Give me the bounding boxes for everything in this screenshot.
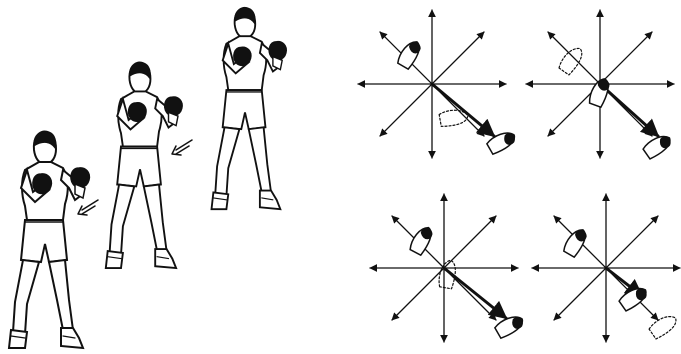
footwork-diagram-1 — [358, 10, 518, 158]
shoe-rear-ghost — [438, 259, 458, 289]
motion-arrow-1 — [78, 200, 98, 215]
boxer-figure-back — [212, 7, 287, 209]
footwork-diagram-3 — [370, 194, 526, 342]
shoe-lead — [396, 38, 423, 70]
shoe-rear — [494, 312, 526, 339]
footwork-diagram-2 — [526, 10, 674, 160]
shoe-rear-dark — [588, 76, 612, 107]
motion-arrow-2 — [172, 140, 192, 155]
shoe-lead — [562, 226, 589, 258]
boxer-figure-front — [9, 131, 89, 348]
shoe-lead — [408, 224, 434, 256]
boxer-figure-middle — [106, 62, 182, 268]
footwork-diagram-4 — [532, 194, 680, 342]
shoe-rear-ghost — [648, 311, 680, 339]
boxer-sequence-panel — [9, 7, 286, 348]
shoe-lead-ghost — [557, 44, 585, 76]
